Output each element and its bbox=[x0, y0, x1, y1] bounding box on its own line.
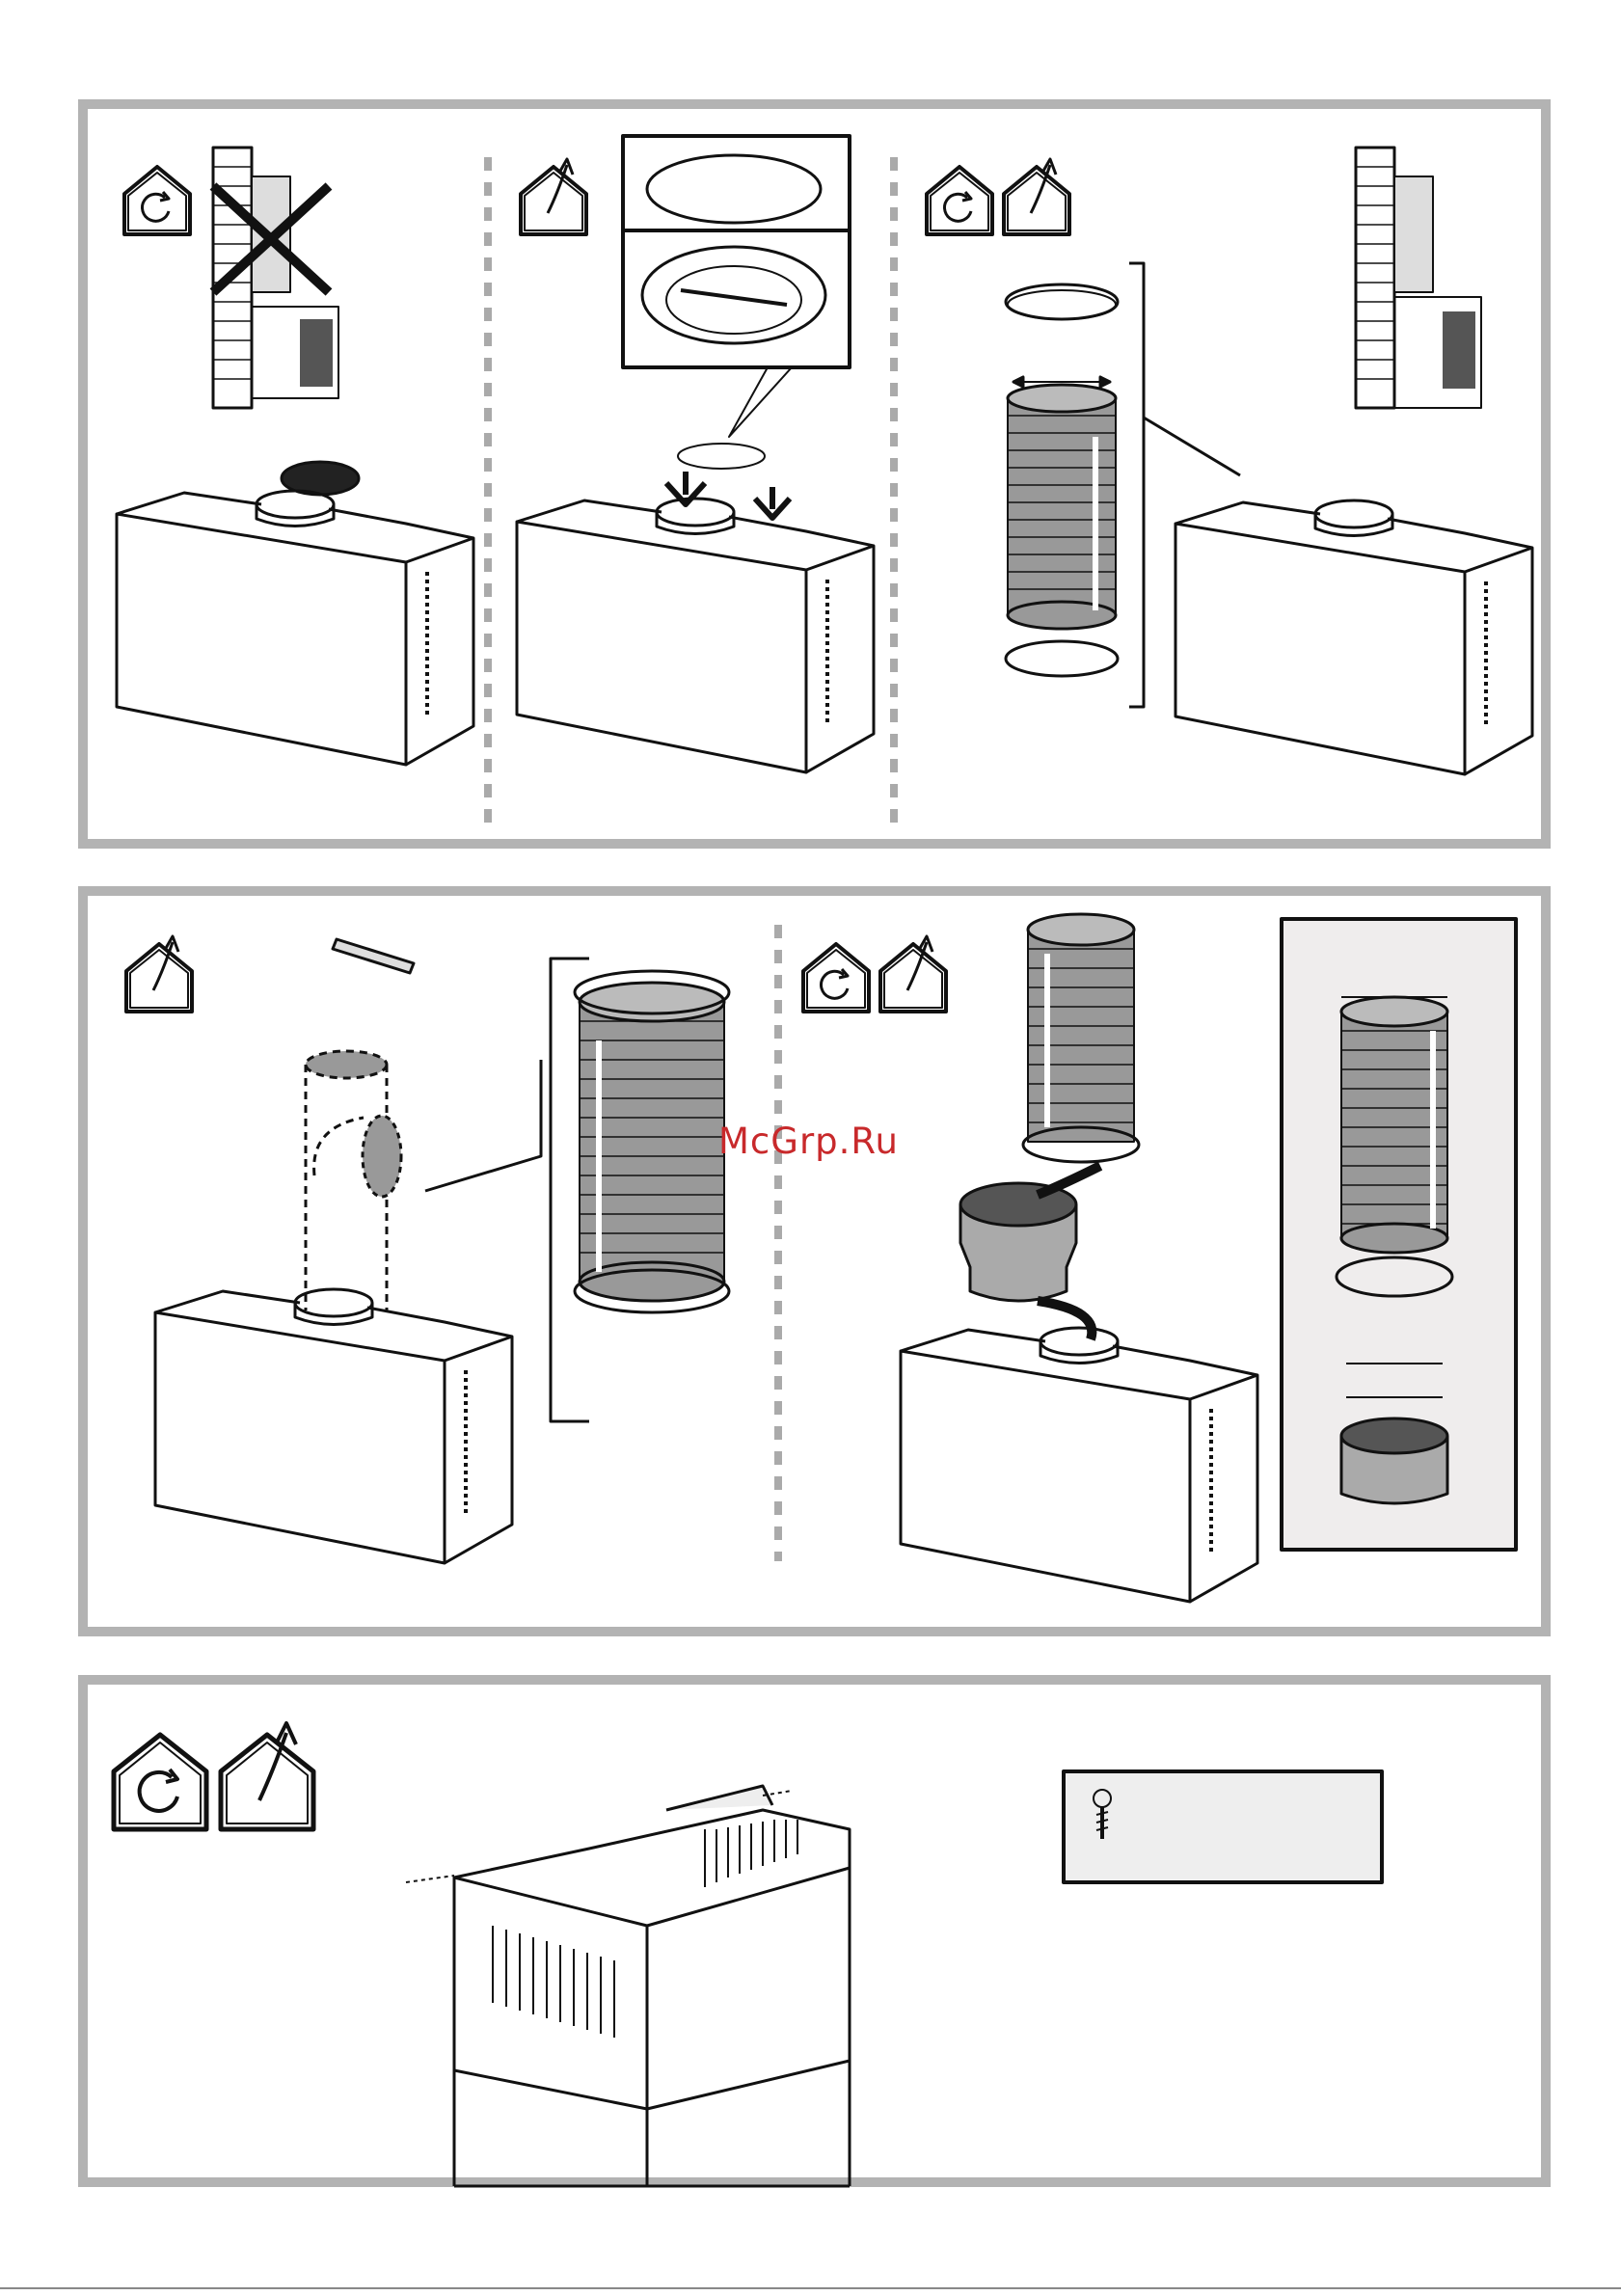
recirculation-mode-icon bbox=[803, 944, 869, 1012]
hood-body bbox=[155, 1289, 512, 1563]
hood-body bbox=[517, 499, 874, 772]
valve-detail-inset bbox=[623, 136, 850, 367]
recirculation-mode-icon bbox=[927, 167, 992, 234]
panel-2 bbox=[78, 886, 1551, 1636]
screw-info-box bbox=[1064, 1771, 1382, 1882]
panel-1 bbox=[78, 99, 1551, 849]
extraction-mode-icon bbox=[126, 936, 192, 1012]
panel-2-illustration bbox=[88, 896, 1560, 1646]
bracket bbox=[333, 939, 414, 973]
adapter bbox=[960, 1183, 1076, 1301]
bottom-rule bbox=[0, 2287, 1621, 2289]
flexible-duct bbox=[580, 983, 724, 1301]
hood-body bbox=[901, 1328, 1257, 1602]
panel-1-illustration bbox=[88, 109, 1560, 858]
panel-3 bbox=[78, 1675, 1551, 2187]
hood-body bbox=[1175, 500, 1532, 774]
panel-3-illustration bbox=[88, 1685, 1560, 2197]
duct-diameter-inset bbox=[1282, 919, 1516, 1550]
extraction-mode-icon bbox=[521, 159, 586, 234]
extraction-mode-icon bbox=[880, 936, 946, 1012]
hood-body bbox=[117, 491, 473, 765]
flexible-duct bbox=[1028, 914, 1134, 1142]
wall-cabinet-crossed bbox=[213, 148, 338, 408]
extraction-mode-icon bbox=[1004, 159, 1069, 234]
chimney-assembly bbox=[406, 1786, 850, 2186]
watermark: McGrp.Ru bbox=[718, 1121, 899, 1162]
recirculation-mode-icon bbox=[114, 1735, 206, 1829]
extraction-mode-icon bbox=[221, 1723, 313, 1829]
recirculation-mode-icon bbox=[124, 167, 190, 234]
flexible-duct bbox=[1008, 385, 1116, 629]
hose-clamp bbox=[1006, 641, 1118, 676]
